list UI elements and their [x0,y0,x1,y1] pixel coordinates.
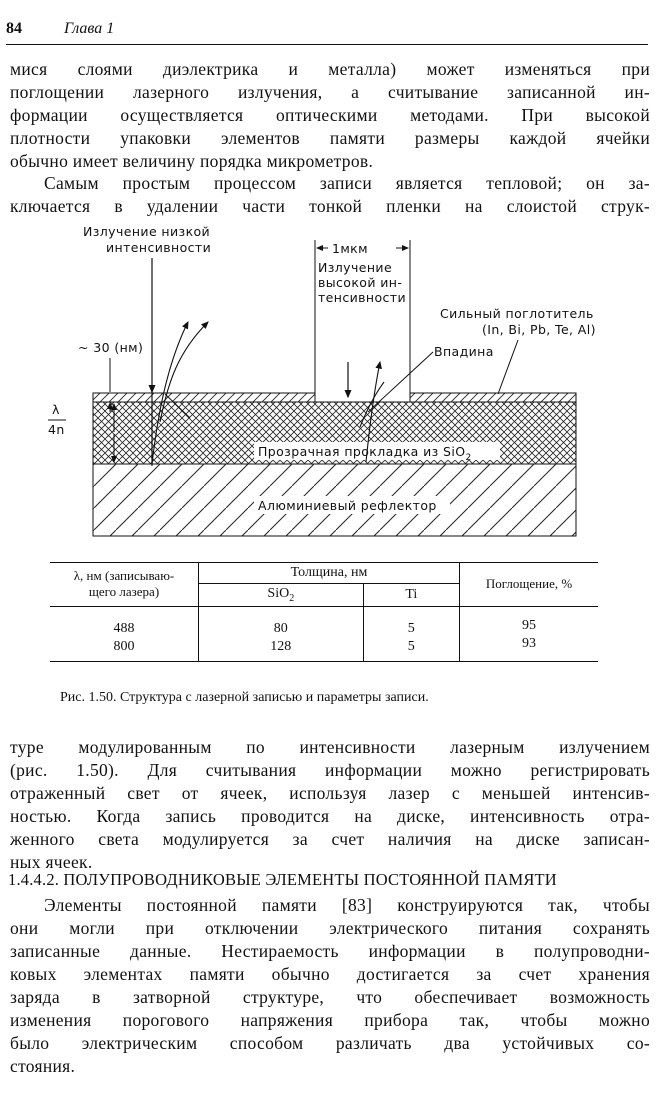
text-line: записанные данные. Нестираемость информа… [10,941,650,961]
thickness-label: ~ 30 (нм) [78,340,143,355]
text-line: ковых элементах памяти обычно достигаетс… [10,964,650,984]
col-sio2-header: SiO2 [198,583,364,607]
figure-caption: Рис. 1.50. Структура с лазерной записью … [60,690,429,705]
reflected-beam-2 [159,321,209,423]
text-line: ностью. Когда запись проводится на диске… [10,806,650,826]
text-line: мися слоями диэлектрика и металла) может… [10,59,650,79]
absorber-label: Сильный поглотитель [440,306,594,321]
reflected-beam-1 [151,321,189,465]
col-lambda-header: λ, нм (записываю-щего лазера) [50,562,199,607]
col-absorption-header: Поглощение, % [459,562,598,607]
width-label: 1мкм [332,241,368,256]
page-header: 84 Глава 1 [6,20,646,44]
text-line: стояния. [10,1056,76,1076]
recording-parameters-table: λ, нм (записываю-щего лазера) Толщина, н… [50,562,598,662]
absorber-layer-left [92,392,316,403]
laser-recording-structure-figure: Прозрачная прокладка из SiO2 Алюминиевый… [28,222,608,552]
absorber-layer-right [409,392,577,403]
paragraph-1: мися слоями диэлектрика и металла) может… [10,58,650,173]
text-line: плотности упаковки элементов памяти разм… [10,128,650,148]
low-intensity-label: Излучение низкой [83,224,210,239]
text-line: ных ячеек. [10,852,93,872]
text-line: Самым простым процессом записи является … [44,173,650,193]
spacer-label: Прозрачная прокладка из SiO2 [258,444,472,463]
text-line: поглощении лазерного излучения, а считыв… [10,82,650,102]
lambda-label: λ [52,402,60,417]
paragraph-2: Самым простым процессом записи является … [10,172,650,218]
running-head: Глава 1 [64,20,115,37]
col-ti-header: Ti [363,583,461,607]
absorber-label-2: (In, Bi, Pb, Te, Al) [482,322,596,337]
paragraph-3: туре модулированным по интенсивности лаз… [10,736,650,874]
pit-label: Впадина [434,344,494,359]
lambda-4n-label: 4n [48,422,65,437]
text-line: женного света модулируется за счет налич… [10,829,650,849]
header-rule [6,44,648,45]
high-intensity-label-2: высокой ин- [318,275,402,290]
paragraph-4: Элементы постоянной памяти [83] конструи… [10,894,650,1078]
structure-diagram: Прозрачная прокладка из SiO2 Алюминиевый… [48,224,596,537]
text-line: было электрическим способом различать дв… [10,1033,650,1053]
text-line: отраженный свет от ячеек, используя лазе… [10,783,650,803]
text-line: формации осуществляется оптическими мето… [10,105,650,125]
page-number: 84 [6,20,22,37]
text-line: они могли при отключении электрического … [10,918,650,938]
high-intensity-label-3: тенсивности [318,290,406,305]
text-line: заряда в затворной структуре, что обеспе… [10,987,650,1007]
reflector-label: Алюминиевый рефлектор [258,498,437,513]
text-line: обычно имеет величину порядка микрометро… [10,151,374,171]
col-thickness-header: Толщина, нм [198,562,460,584]
text-line: туре модулированным по интенсивности лаз… [10,737,650,757]
low-intensity-label-2: интенсивности [106,240,211,255]
text-line: Элементы постоянной памяти [83] конструи… [44,895,650,915]
text-line: (рис. 1.50). Для считывания информации м… [10,760,650,780]
text-line: изменения порогового напряжения прибора … [10,1010,650,1030]
high-intensity-label: Излучение [318,260,392,275]
text-line: ключается в удалении части тонкой пленки… [10,196,650,216]
section-heading: 1.4.4.2. ПОЛУПРОВОДНИКОВЫЕ ЭЛЕМЕНТЫ ПОСТ… [8,870,557,889]
